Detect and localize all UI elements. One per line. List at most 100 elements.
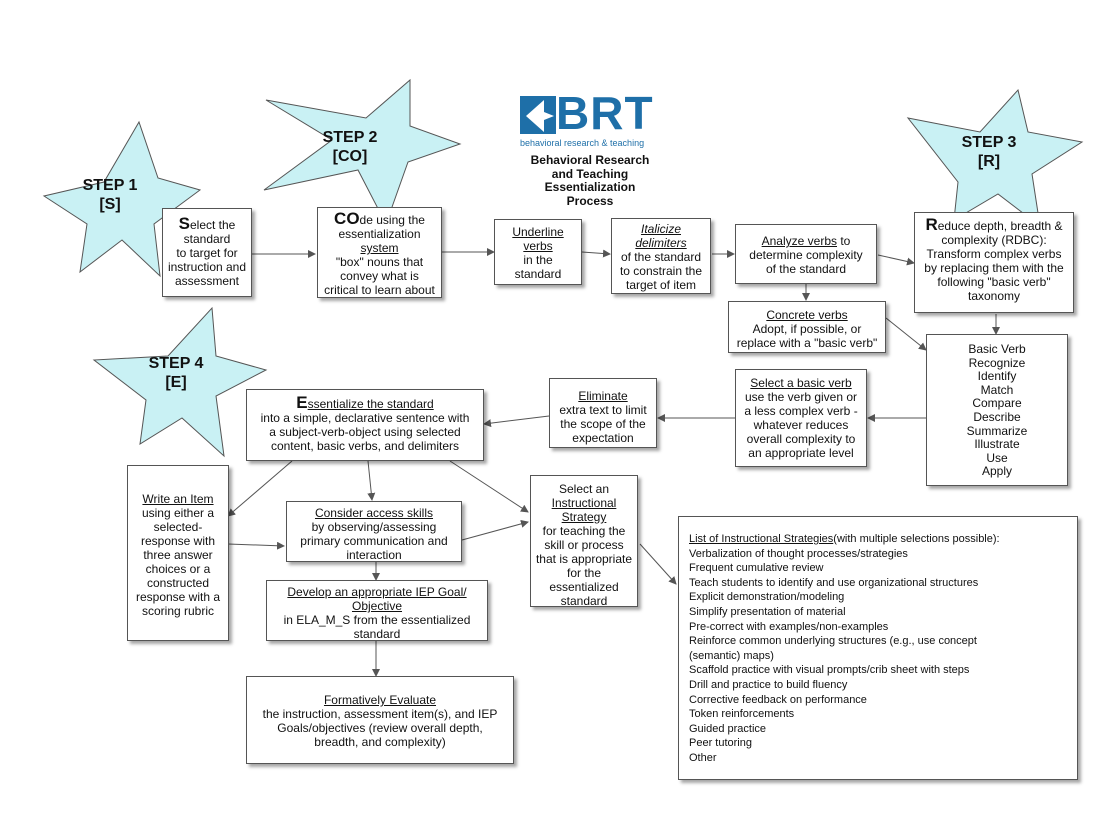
reduce-initial: R [925, 215, 938, 234]
concrete-line: replace with a "basic verb" [736, 336, 878, 350]
strategies-title-suffix: (with multiple selections possible): [833, 533, 1000, 545]
strategy-item: Token reinforcements [689, 708, 795, 721]
essentialize-initial: E [296, 393, 308, 412]
select-line: instruction and [167, 260, 247, 274]
underline-verbs-box: Underline verbs in the standard [494, 219, 582, 285]
code-line: critical to learn about [324, 283, 435, 297]
process-title-line: Process [566, 193, 614, 208]
strategy-item: Guided practice [689, 722, 767, 735]
strategy-item: Verbalization of thought processes/strat… [689, 547, 908, 560]
strategy-head: Select an [558, 482, 610, 496]
formatively-evaluate-box: Formatively Evaluate the instruction, as… [246, 676, 514, 764]
step-4-title: STEP 4 [148, 355, 204, 372]
evaluate-line: the instruction, assessment item(s), and… [262, 707, 498, 721]
select-verb-line: overall complexity to [746, 432, 856, 446]
arrow-eliminate-to-essentialize [483, 415, 550, 428]
step-4-star: STEP 4 [E] [92, 306, 268, 458]
iep-head2: Objective [351, 599, 403, 613]
star-shape [906, 88, 1084, 228]
basic-verb-item: Basic Verb [968, 342, 1026, 356]
write-item-line: using either a [141, 506, 215, 520]
step-2-title: STEP 2 [322, 129, 378, 146]
arrow-strategy-to-list [639, 543, 677, 585]
step-2-code: [CO] [332, 148, 368, 165]
select-verb-head: Select a basic verb [750, 376, 852, 390]
write-item-line: selected- [153, 520, 203, 534]
italicize-head: Italicize [640, 222, 681, 236]
code-head3: system [360, 241, 399, 255]
arrow-essentialize-to-strategy [449, 460, 529, 513]
strategies-items: Verbalization of thought processes/strat… [689, 547, 1067, 766]
basic-verb-item: Recognize [968, 355, 1026, 370]
eliminate-line: extra text to limit [559, 403, 647, 417]
basic-verb-item: Apply [981, 464, 1013, 479]
strategy-line: for teaching the [542, 524, 626, 538]
underline-line: standard [514, 267, 562, 281]
arrow-underline-to-italicize [581, 249, 611, 258]
reduce-box: Reduce depth, breadth & complexity (RDBC… [914, 212, 1074, 313]
code-head2: essentialization [338, 227, 421, 241]
access-head: Consider access skills [314, 506, 434, 520]
iep-head: Develop an appropriate IEP Goal/ [287, 585, 467, 599]
essentialize-line: content, basic verbs, and delimiters [270, 439, 460, 453]
process-title-line: Essentialization [544, 180, 636, 194]
instructional-strategies-list: List of Instructional Strategies(with mu… [678, 516, 1078, 780]
italicize-head2: delimiters [635, 236, 687, 250]
strategy-item: Explicit demonstration/modeling [689, 591, 845, 604]
arrow-concrete-to-basic [885, 317, 927, 351]
basic-verb-item: Describe [973, 409, 1021, 424]
arrow-write-to-access [227, 541, 285, 550]
iep-line: standard [353, 627, 401, 641]
strategy-line: for the [566, 566, 602, 580]
analyze-line: determine complexity [749, 248, 863, 262]
strategy-item: Peer tutoring [689, 737, 752, 750]
access-line: by observing/assessing [311, 520, 437, 534]
strategies-title: List of Instructional Strategies [689, 533, 834, 545]
arrow-access-to-strategy [461, 519, 529, 541]
step-4-code: [E] [165, 374, 187, 391]
access-line: primary communication and [300, 534, 448, 548]
strategy-item: Pre-correct with examples/non-examples [689, 620, 889, 633]
strategy-line: essentialized [549, 580, 619, 594]
access-line: interaction [346, 548, 402, 562]
basic-verb-item: Compare [972, 396, 1022, 411]
process-title-line: Behavioral Research [530, 153, 650, 167]
analyze-line: of the standard [765, 262, 847, 276]
evaluate-head: Formatively Evaluate [323, 693, 437, 707]
select-verb-line: an appropriate level [748, 446, 854, 460]
write-item-line: choices or a [145, 562, 211, 576]
arrow-essentialize-to-write [227, 460, 293, 517]
analyze-head: Analyze verbs [761, 234, 837, 248]
italicize-line: target of item [625, 278, 697, 292]
select-line: to target for [176, 246, 238, 260]
essentialize-head: ssentialize the standard [307, 397, 434, 411]
reduce-head: educe depth, breadth & [937, 219, 1063, 233]
select-verb-line: use the verb given or [744, 390, 858, 404]
underline-line: in the [523, 253, 553, 267]
italicize-line: to constrain the [619, 264, 703, 278]
strategy-item: Corrective feedback on performance [689, 693, 867, 706]
italicize-delimiters-box: Italicize delimiters of the standard to … [611, 218, 711, 294]
essentialize-line: into a simple, declarative sentence with [260, 411, 470, 425]
step-2-star: STEP 2 [CO] [262, 78, 462, 228]
step-3-star: STEP 3 [R] [906, 88, 1084, 228]
strategy-item: Other [689, 751, 717, 764]
concrete-line: Adopt, if possible, or [752, 322, 862, 336]
reduce-line: Transform complex verbs [926, 247, 1062, 261]
underline-head2: verbs [523, 239, 553, 253]
eliminate-line: expectation [572, 431, 634, 445]
iep-goal-box: Develop an appropriate IEP Goal/ Objecti… [266, 580, 488, 641]
select-standard-box: Select the standard to target for instru… [162, 208, 252, 297]
strategy-item: Reinforce common underlying structures (… [689, 635, 977, 648]
write-item-line: constructed [146, 576, 210, 590]
strategy-item: (semantic) maps) [689, 649, 774, 662]
concrete-head: Concrete verbs [766, 308, 848, 322]
select-verb-line: whatever reduces [753, 418, 849, 432]
evaluate-line: Goals/objectives (review overall depth, [277, 721, 483, 735]
concrete-verbs-box: Concrete verbs Adopt, if possible, or re… [728, 301, 886, 353]
star-shape [42, 120, 202, 278]
step-3-code: [R] [977, 153, 1001, 170]
code-line: "box" nouns that [335, 255, 424, 269]
strategy-line: standard [560, 594, 608, 608]
